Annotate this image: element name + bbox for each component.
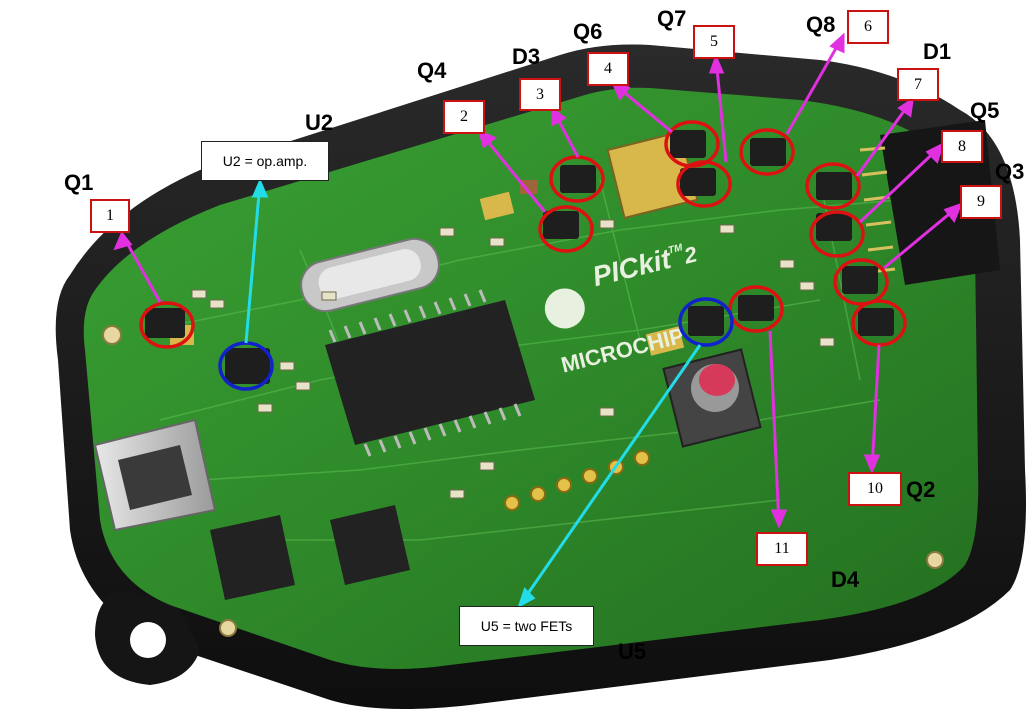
designator-q5: Q5 <box>970 98 1000 123</box>
designator-q7: Q7 <box>657 6 687 31</box>
eeprom-chips <box>210 505 410 600</box>
pcb <box>83 87 979 669</box>
callout-box-11: 11 <box>756 532 808 566</box>
cyan-arrows <box>244 178 702 609</box>
marker-d4 <box>728 285 784 333</box>
callout-box-3: 3 <box>519 78 561 111</box>
designator-q3: Q3 <box>995 159 1025 184</box>
marker-q1 <box>139 301 195 349</box>
designator-q4: Q4 <box>417 58 447 83</box>
callout-box-5: 5 <box>693 25 735 59</box>
designator-q1: Q1 <box>64 170 94 195</box>
designator-d1: D1 <box>923 39 952 64</box>
designator-d3: D3 <box>512 44 541 69</box>
callout-box-1: 1 <box>90 199 130 233</box>
marker-d1 <box>805 162 861 210</box>
designator-q2: Q2 <box>906 477 936 502</box>
callout-box-10: 10 <box>848 472 902 506</box>
note-u2: U2 = op.amp. <box>201 141 329 181</box>
callout-box-8: 8 <box>941 130 983 163</box>
mcu-chip <box>325 289 535 457</box>
note-u5: U5 = two FETs <box>459 606 594 646</box>
marker-q8 <box>739 128 795 176</box>
callout-box-9: 9 <box>960 185 1002 219</box>
reset-button <box>662 348 762 448</box>
magenta-arrows <box>113 32 963 529</box>
marker-q5 <box>809 210 865 258</box>
usb-connector <box>93 418 217 532</box>
passives <box>191 219 835 499</box>
callout-box-6: 6 <box>847 10 889 44</box>
callout-box-2: 2 <box>443 100 485 134</box>
red-markers <box>139 120 907 349</box>
marker-q4 <box>538 205 594 253</box>
smd-components <box>145 130 894 384</box>
designator-u2: U2 <box>305 110 334 135</box>
designator-d4: D4 <box>831 567 860 592</box>
marker-q3 <box>833 258 889 306</box>
lanyard-hole <box>130 622 166 658</box>
marker-u5 <box>678 297 734 347</box>
callout-box-4: 4 <box>587 52 629 86</box>
callout-box-7: 7 <box>897 68 939 101</box>
designator-q8: Q8 <box>806 12 836 37</box>
microchip-logo-mark <box>544 288 585 329</box>
marker-q7 <box>676 160 732 208</box>
designator-q6: Q6 <box>573 19 603 44</box>
designator-u5: U5 <box>618 639 647 664</box>
